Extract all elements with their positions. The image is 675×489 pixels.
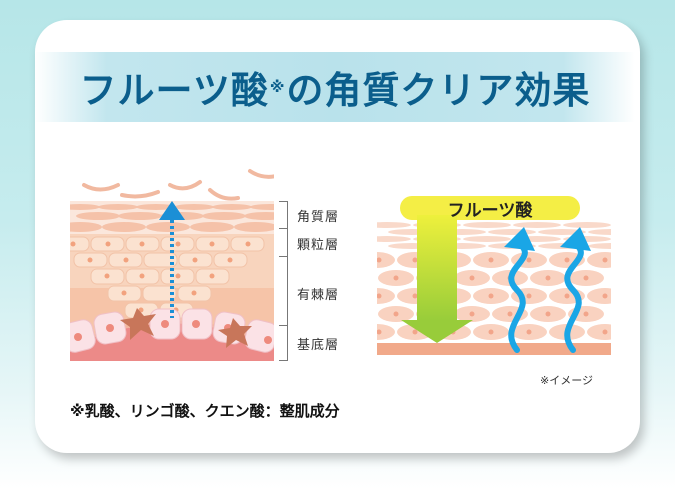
flaking-cells-icon	[82, 169, 274, 201]
fruit-acid-effect-diagram	[377, 196, 611, 355]
image-note: ※イメージ	[540, 374, 593, 387]
bracket-tick	[279, 325, 288, 326]
melanocyte-icon	[120, 308, 156, 340]
label-stratum-spinosum: 有棘層	[297, 288, 340, 303]
label-stratum-corneum: 角質層	[297, 210, 340, 225]
label-stratum-basale: 基底層	[297, 338, 340, 353]
penetrating-arrow-icon	[400, 196, 580, 343]
fruit-acid-label: フルーツ酸	[447, 200, 533, 221]
ingredients-footnote: ※乳酸、リンゴ酸、クエン酸：整肌成分	[70, 402, 340, 420]
page-title: フルーツ酸※の角質クリア効果	[35, 52, 635, 122]
bracket-tick	[279, 228, 288, 229]
turnover-arrow-icon	[159, 201, 185, 318]
rising-waves-icon	[508, 242, 584, 353]
skin-cross-section-diagram	[70, 169, 274, 361]
title-text-1: フルーツ酸	[79, 69, 269, 112]
bracket-tick	[279, 360, 288, 361]
bracket-tick	[279, 201, 288, 202]
melanocyte-icon	[218, 318, 252, 348]
title-text-2: の角質クリア効果	[286, 69, 591, 112]
layer-bracket	[287, 201, 288, 361]
title-asterisk: ※	[269, 78, 286, 96]
title-banner: フルーツ酸※の角質クリア効果	[35, 52, 635, 122]
label-stratum-granulosum: 顆粒層	[297, 238, 340, 253]
bracket-tick	[279, 256, 288, 257]
